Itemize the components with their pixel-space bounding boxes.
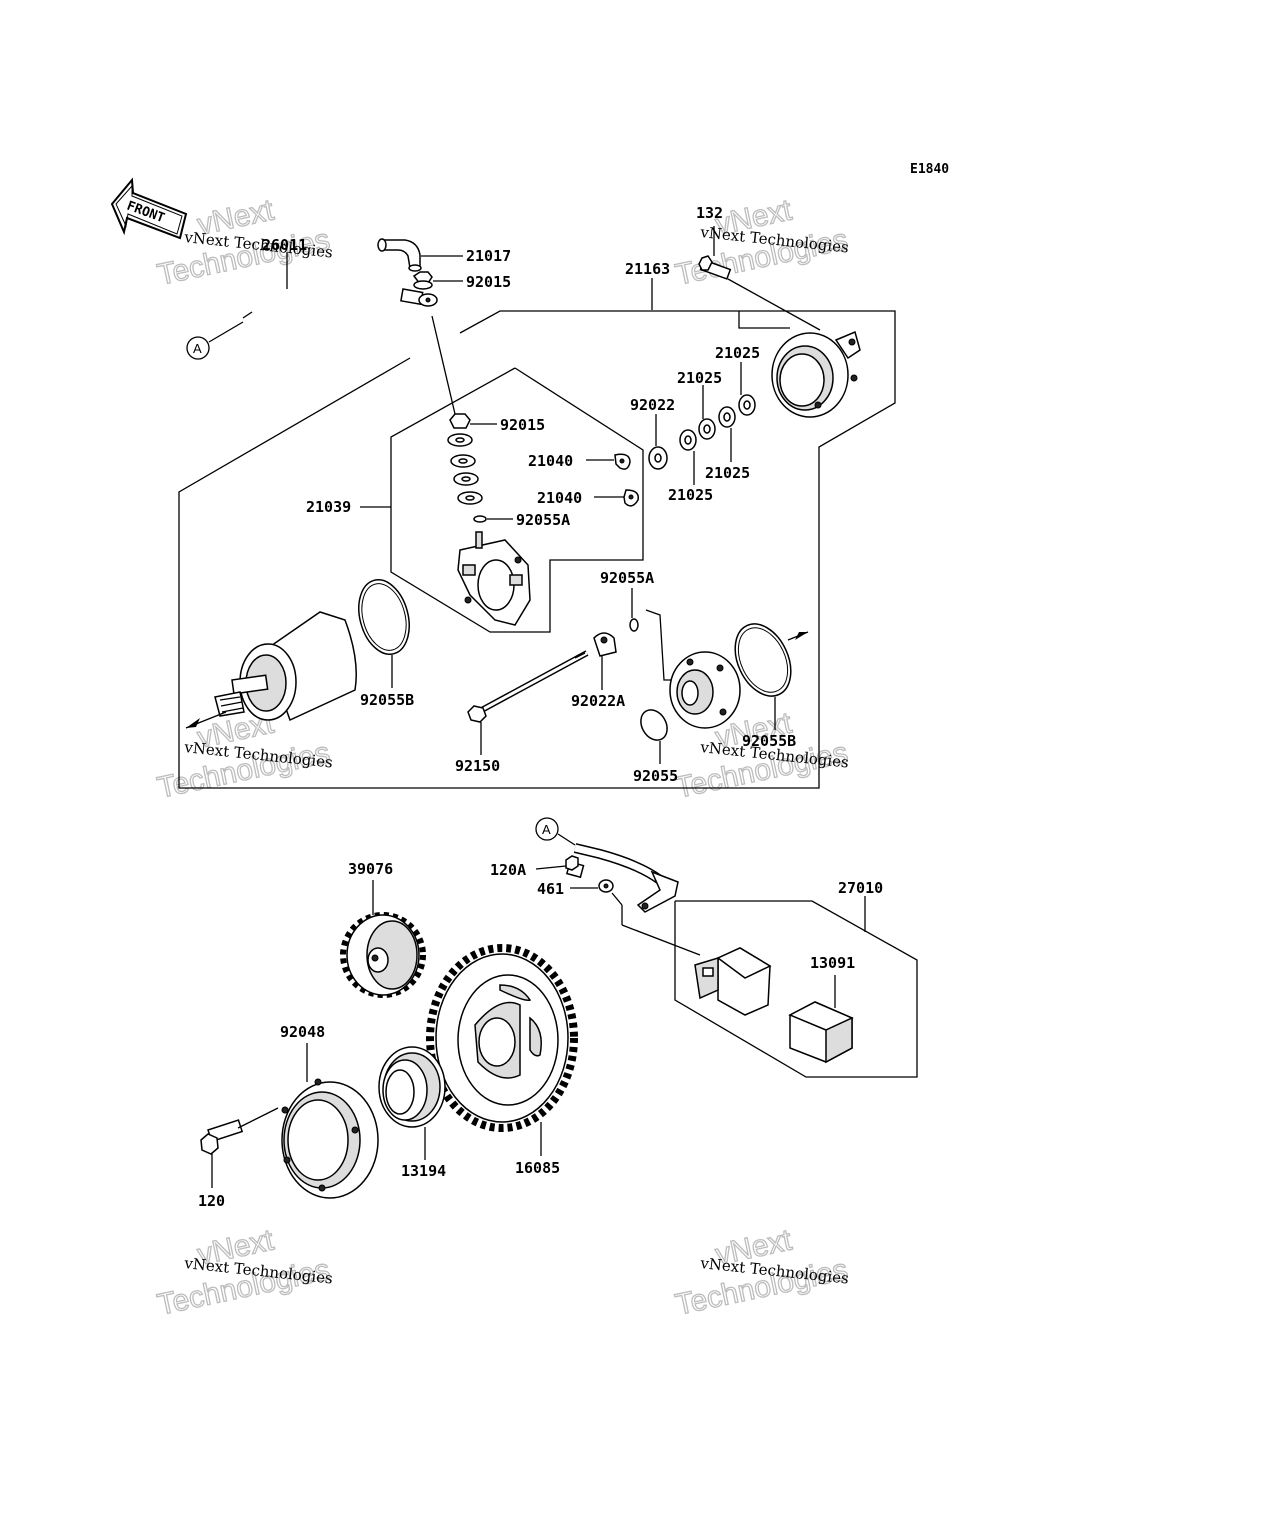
front-arrow-icon: FRONT — [110, 177, 188, 240]
clip-21040-a — [614, 453, 631, 470]
through-bolt-92150 — [467, 650, 589, 723]
label-132: 132 — [696, 204, 723, 222]
oring-92055A-lower — [629, 618, 639, 632]
starter-cable — [241, 281, 438, 323]
watermark-bottom-left: vNext Technologies vNext Technologies — [154, 1223, 334, 1323]
bolt-120 — [200, 1119, 244, 1155]
label-21025-b: 21025 — [677, 369, 722, 387]
brush-holder-outline — [390, 367, 644, 633]
label-16085: 16085 — [515, 1159, 560, 1177]
label-92048: 92048 — [280, 1023, 325, 1041]
label-26011: 26011 — [262, 236, 307, 254]
ref-marker-a-top: A — [186, 321, 244, 360]
oring-92055B-right — [734, 623, 792, 697]
oring-92055 — [640, 709, 668, 741]
label-92150: 92150 — [455, 757, 500, 775]
label-92055B-right: 92055B — [742, 732, 796, 750]
oring-92055B-left — [358, 579, 410, 655]
svg-text:A: A — [193, 341, 202, 356]
coupling-92048 — [281, 1078, 379, 1199]
label-92022A: 92022A — [571, 692, 625, 710]
label-27010: 27010 — [838, 879, 883, 897]
relay-cable — [573, 843, 679, 913]
nut-washer-stack — [447, 413, 483, 505]
oring-92055A-top — [473, 515, 487, 523]
label-92015-top: 92015 — [466, 273, 511, 291]
svg-text:A: A — [542, 822, 551, 837]
assembly-outline — [178, 310, 896, 789]
watermark-top-left: vNext Technologies vNext Technologies — [154, 193, 334, 293]
end-cover-21163 — [771, 330, 861, 418]
label-92015-mid: 92015 — [500, 416, 545, 434]
diagram-code: E1840 — [910, 162, 949, 177]
nut-461 — [598, 879, 614, 893]
watermark-middle-left: vNext Technologies vNext Technologies — [154, 706, 334, 806]
fuse-13091 — [788, 1001, 854, 1064]
plate-92022A — [593, 632, 617, 657]
one-way-clutch-13194 — [378, 1046, 446, 1128]
label-21040-b: 21040 — [537, 489, 582, 507]
bolt-120A — [565, 855, 585, 879]
relay-outline — [674, 900, 918, 1078]
label-21017: 21017 — [466, 247, 511, 265]
ref-marker-a-bottom: A — [535, 817, 576, 846]
starter-gear-16085 — [426, 944, 578, 1132]
label-21039: 21039 — [306, 498, 351, 516]
brush-plate — [457, 531, 531, 626]
washer-92022 — [648, 446, 668, 470]
clip-21040-b — [623, 489, 639, 507]
front-cover — [669, 651, 741, 729]
label-92055A-lower: 92055A — [600, 569, 654, 587]
label-39076: 39076 — [348, 860, 393, 878]
terminal-cap-21017 — [377, 238, 422, 272]
label-21025-a: 21025 — [715, 344, 760, 362]
washers-21025 — [679, 394, 756, 451]
label-92055A-top: 92055A — [516, 511, 570, 529]
starter-relay — [694, 947, 772, 1016]
label-120: 120 — [198, 1192, 225, 1210]
watermark-bottom-right: vNext Technologies vNext Technologies — [672, 1223, 851, 1323]
label-13091: 13091 — [810, 954, 855, 972]
label-21040-a: 21040 — [528, 452, 573, 470]
nut-92015-top — [412, 271, 433, 290]
idle-gear-39076 — [340, 912, 426, 998]
starter-motor — [214, 611, 357, 722]
label-92022: 92022 — [630, 396, 675, 414]
label-461: 461 — [537, 880, 564, 898]
bolt-132 — [698, 255, 732, 280]
label-21025-d: 21025 — [668, 486, 713, 504]
label-13194: 13194 — [401, 1162, 446, 1180]
label-21163: 21163 — [625, 260, 670, 278]
label-21025-c: 21025 — [705, 464, 750, 482]
label-92055: 92055 — [633, 767, 678, 785]
label-120A: 120A — [490, 861, 526, 879]
label-92055B-left: 92055B — [360, 691, 414, 709]
